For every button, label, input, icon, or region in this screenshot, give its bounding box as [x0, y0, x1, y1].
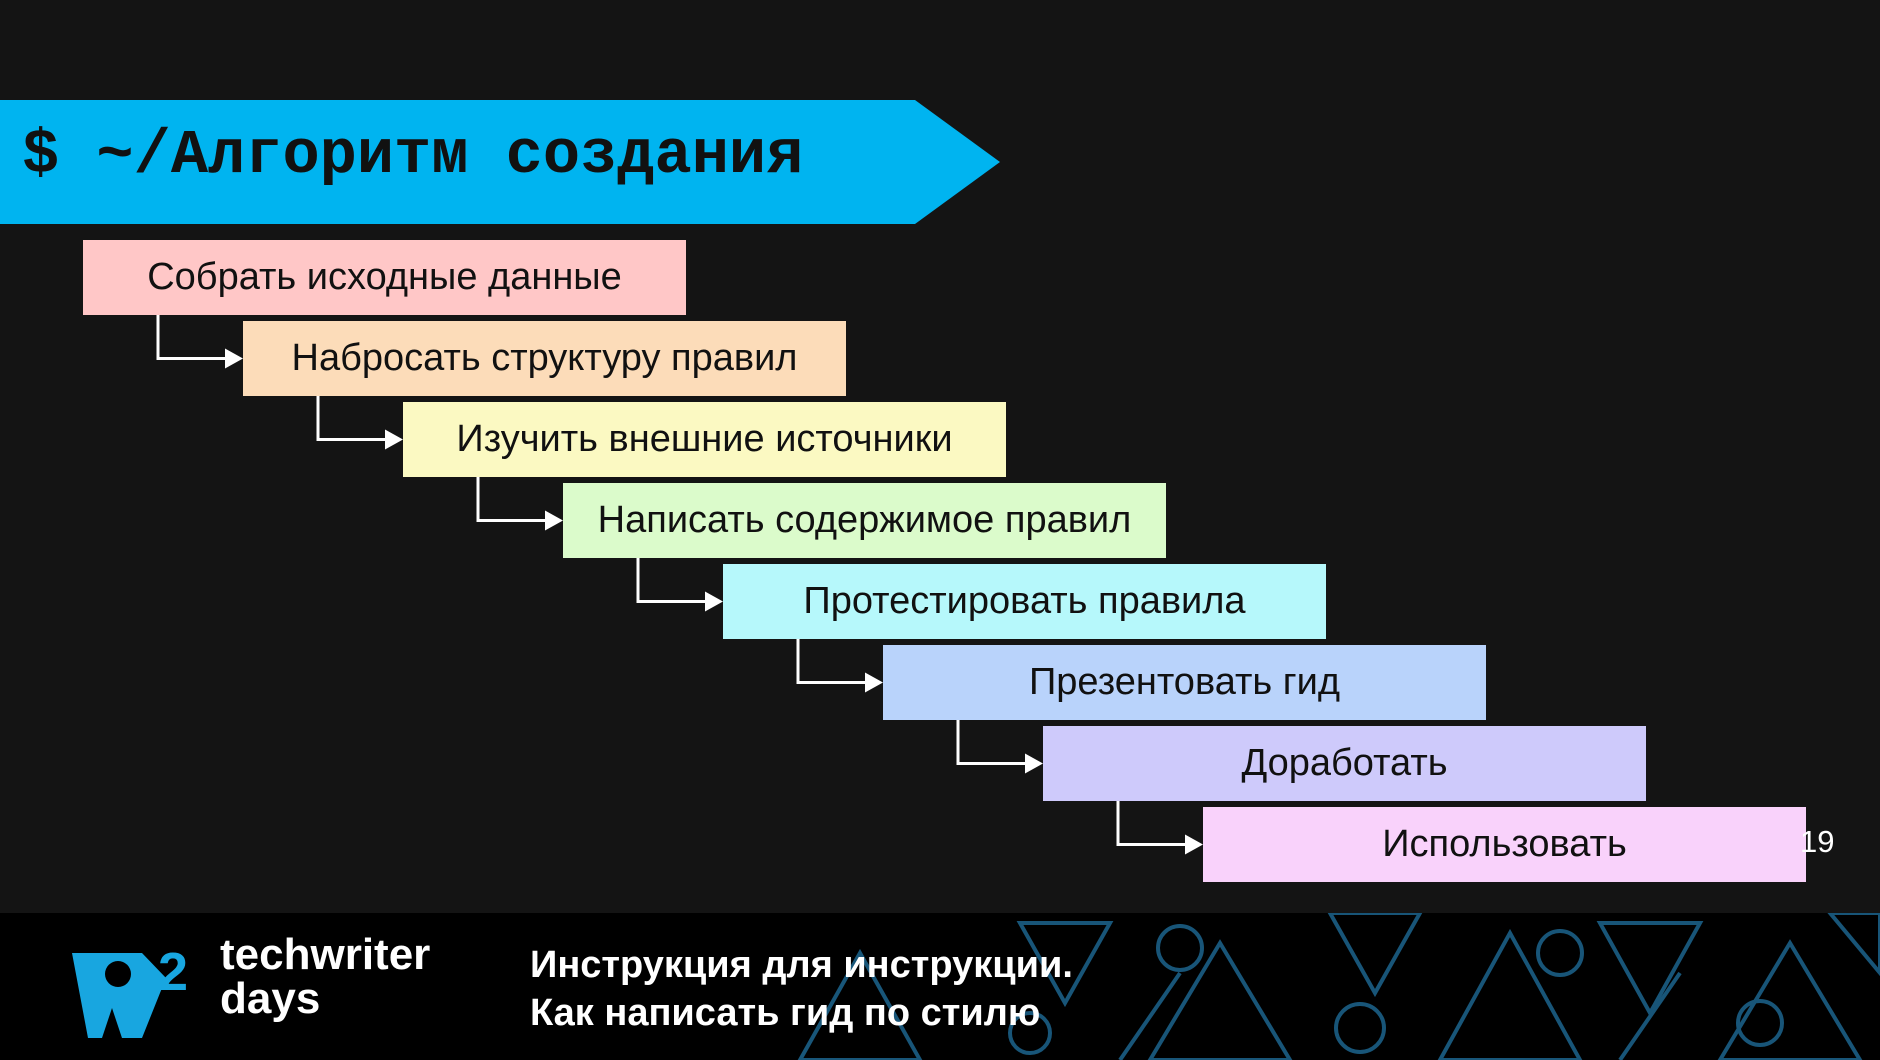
- techwriter-days-logo: [72, 953, 166, 1038]
- title-banner-shape: [0, 100, 1000, 224]
- step-present-guide: Презентовать гид: [883, 645, 1486, 720]
- flow-connectors: [156, 315, 1203, 855]
- brand-line-1: techwriter: [220, 930, 431, 979]
- step-collect-data: Собрать исходные данные: [83, 240, 686, 315]
- title-banner: $ ~/Алгоритм создания: [0, 100, 1000, 224]
- connector-line: [316, 396, 387, 441]
- arrow-head-icon: [385, 429, 403, 450]
- subtitle-line-1: Инструкция для инструкции.: [530, 944, 1073, 986]
- logo-number: 2: [158, 942, 189, 1002]
- connector-line: [796, 639, 867, 684]
- arrow-head-icon: [865, 672, 883, 693]
- footer-pattern: [797, 913, 1880, 1060]
- step-use: Использовать: [1203, 807, 1806, 882]
- arrow-head-icon: [225, 348, 243, 369]
- arrow-head-icon: [705, 591, 723, 612]
- slide-title: $ ~/Алгоритм создания: [22, 120, 804, 191]
- page-number: 19: [1800, 824, 1835, 859]
- connector-line: [956, 720, 1027, 765]
- step-write-content: Написать содержимое правил: [563, 483, 1166, 558]
- step-test-rules: Протестировать правила: [723, 564, 1326, 639]
- connector-line: [1116, 801, 1187, 846]
- arrow-head-icon: [545, 510, 563, 531]
- connector-line: [156, 315, 227, 360]
- connector-line: [636, 558, 707, 603]
- brand-line-2: days: [220, 974, 321, 1023]
- connector-line: [476, 477, 547, 522]
- arrow-head-icon: [1185, 834, 1203, 855]
- brand-name: techwriter days: [220, 933, 430, 1021]
- subtitle-line-2: Как написать гид по стилю: [530, 992, 1041, 1034]
- step-draft-structure: Набросать структуру правил: [243, 321, 846, 396]
- footer: 2 techwriter days Инструкция для инструк…: [0, 913, 1880, 1060]
- presentation-subtitle: Инструкция для инструкции. Как написать …: [530, 941, 1073, 1037]
- step-study-sources: Изучить внешние источники: [403, 402, 1006, 477]
- step-refine: Доработать: [1043, 726, 1646, 801]
- arrow-head-icon: [1025, 753, 1043, 774]
